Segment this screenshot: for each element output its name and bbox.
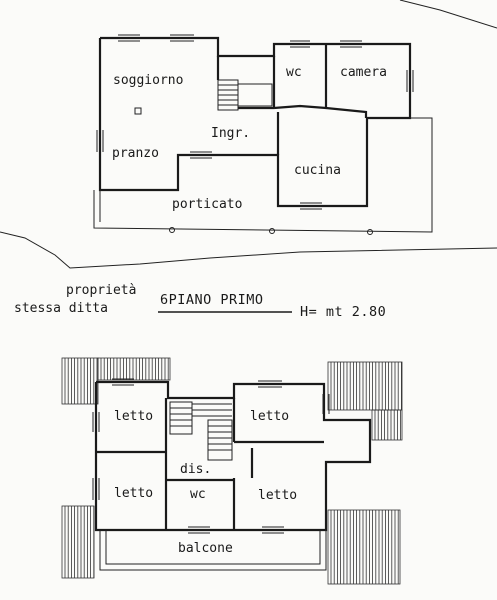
ground-floor-plan: soggiorno wc camera Ingr. pranzo cucina … [93, 34, 433, 235]
room-label-soggiorno: soggiorno [113, 73, 183, 88]
room-label-wc-ground: wc [286, 65, 302, 80]
room-label-letto-top-right: letto [250, 409, 289, 424]
ground-floor-windows [96, 34, 414, 210]
first-floor-plan: letto letto dis. letto wc letto balcone [61, 357, 403, 585]
room-label-porticato: porticato [172, 197, 242, 212]
height-label: H= mt 2.80 [300, 304, 386, 320]
room-label-letto-bottom-right: letto [258, 488, 297, 503]
roof-hatch-top-right [327, 361, 403, 441]
first-floor-walls [94, 380, 372, 571]
first-floor-stair [169, 401, 233, 461]
room-label-camera: camera [340, 65, 387, 80]
room-label-ingresso: Ingr. [211, 126, 250, 141]
roof-hatch-bottom-right [327, 509, 401, 585]
first-floor-windows [92, 378, 330, 534]
room-label-wc-first: wc [190, 487, 206, 502]
roof-hatch-lines [64, 358, 402, 584]
ground-floor-walls [93, 36, 433, 233]
room-label-letto-bottom-left: letto [114, 486, 153, 501]
ground-floor-stair [217, 79, 273, 111]
room-label-pranzo: pranzo [112, 146, 159, 161]
ownership-line-2: stessa ditta [14, 301, 108, 316]
floor-title: 6PIANO PRIMO [160, 292, 264, 308]
site-boundary [0, 0, 497, 269]
fireplace-symbol [134, 107, 142, 115]
room-label-letto-top-left: letto [114, 409, 153, 424]
ownership-line-1: proprietà [66, 283, 136, 298]
room-label-dis: dis. [180, 462, 211, 477]
plan-caption: proprietà stessa ditta 6PIANO PRIMO H= m… [14, 283, 386, 320]
room-label-balcone: balcone [178, 541, 233, 556]
porch-columns [169, 227, 373, 235]
room-label-cucina: cucina [294, 163, 341, 178]
